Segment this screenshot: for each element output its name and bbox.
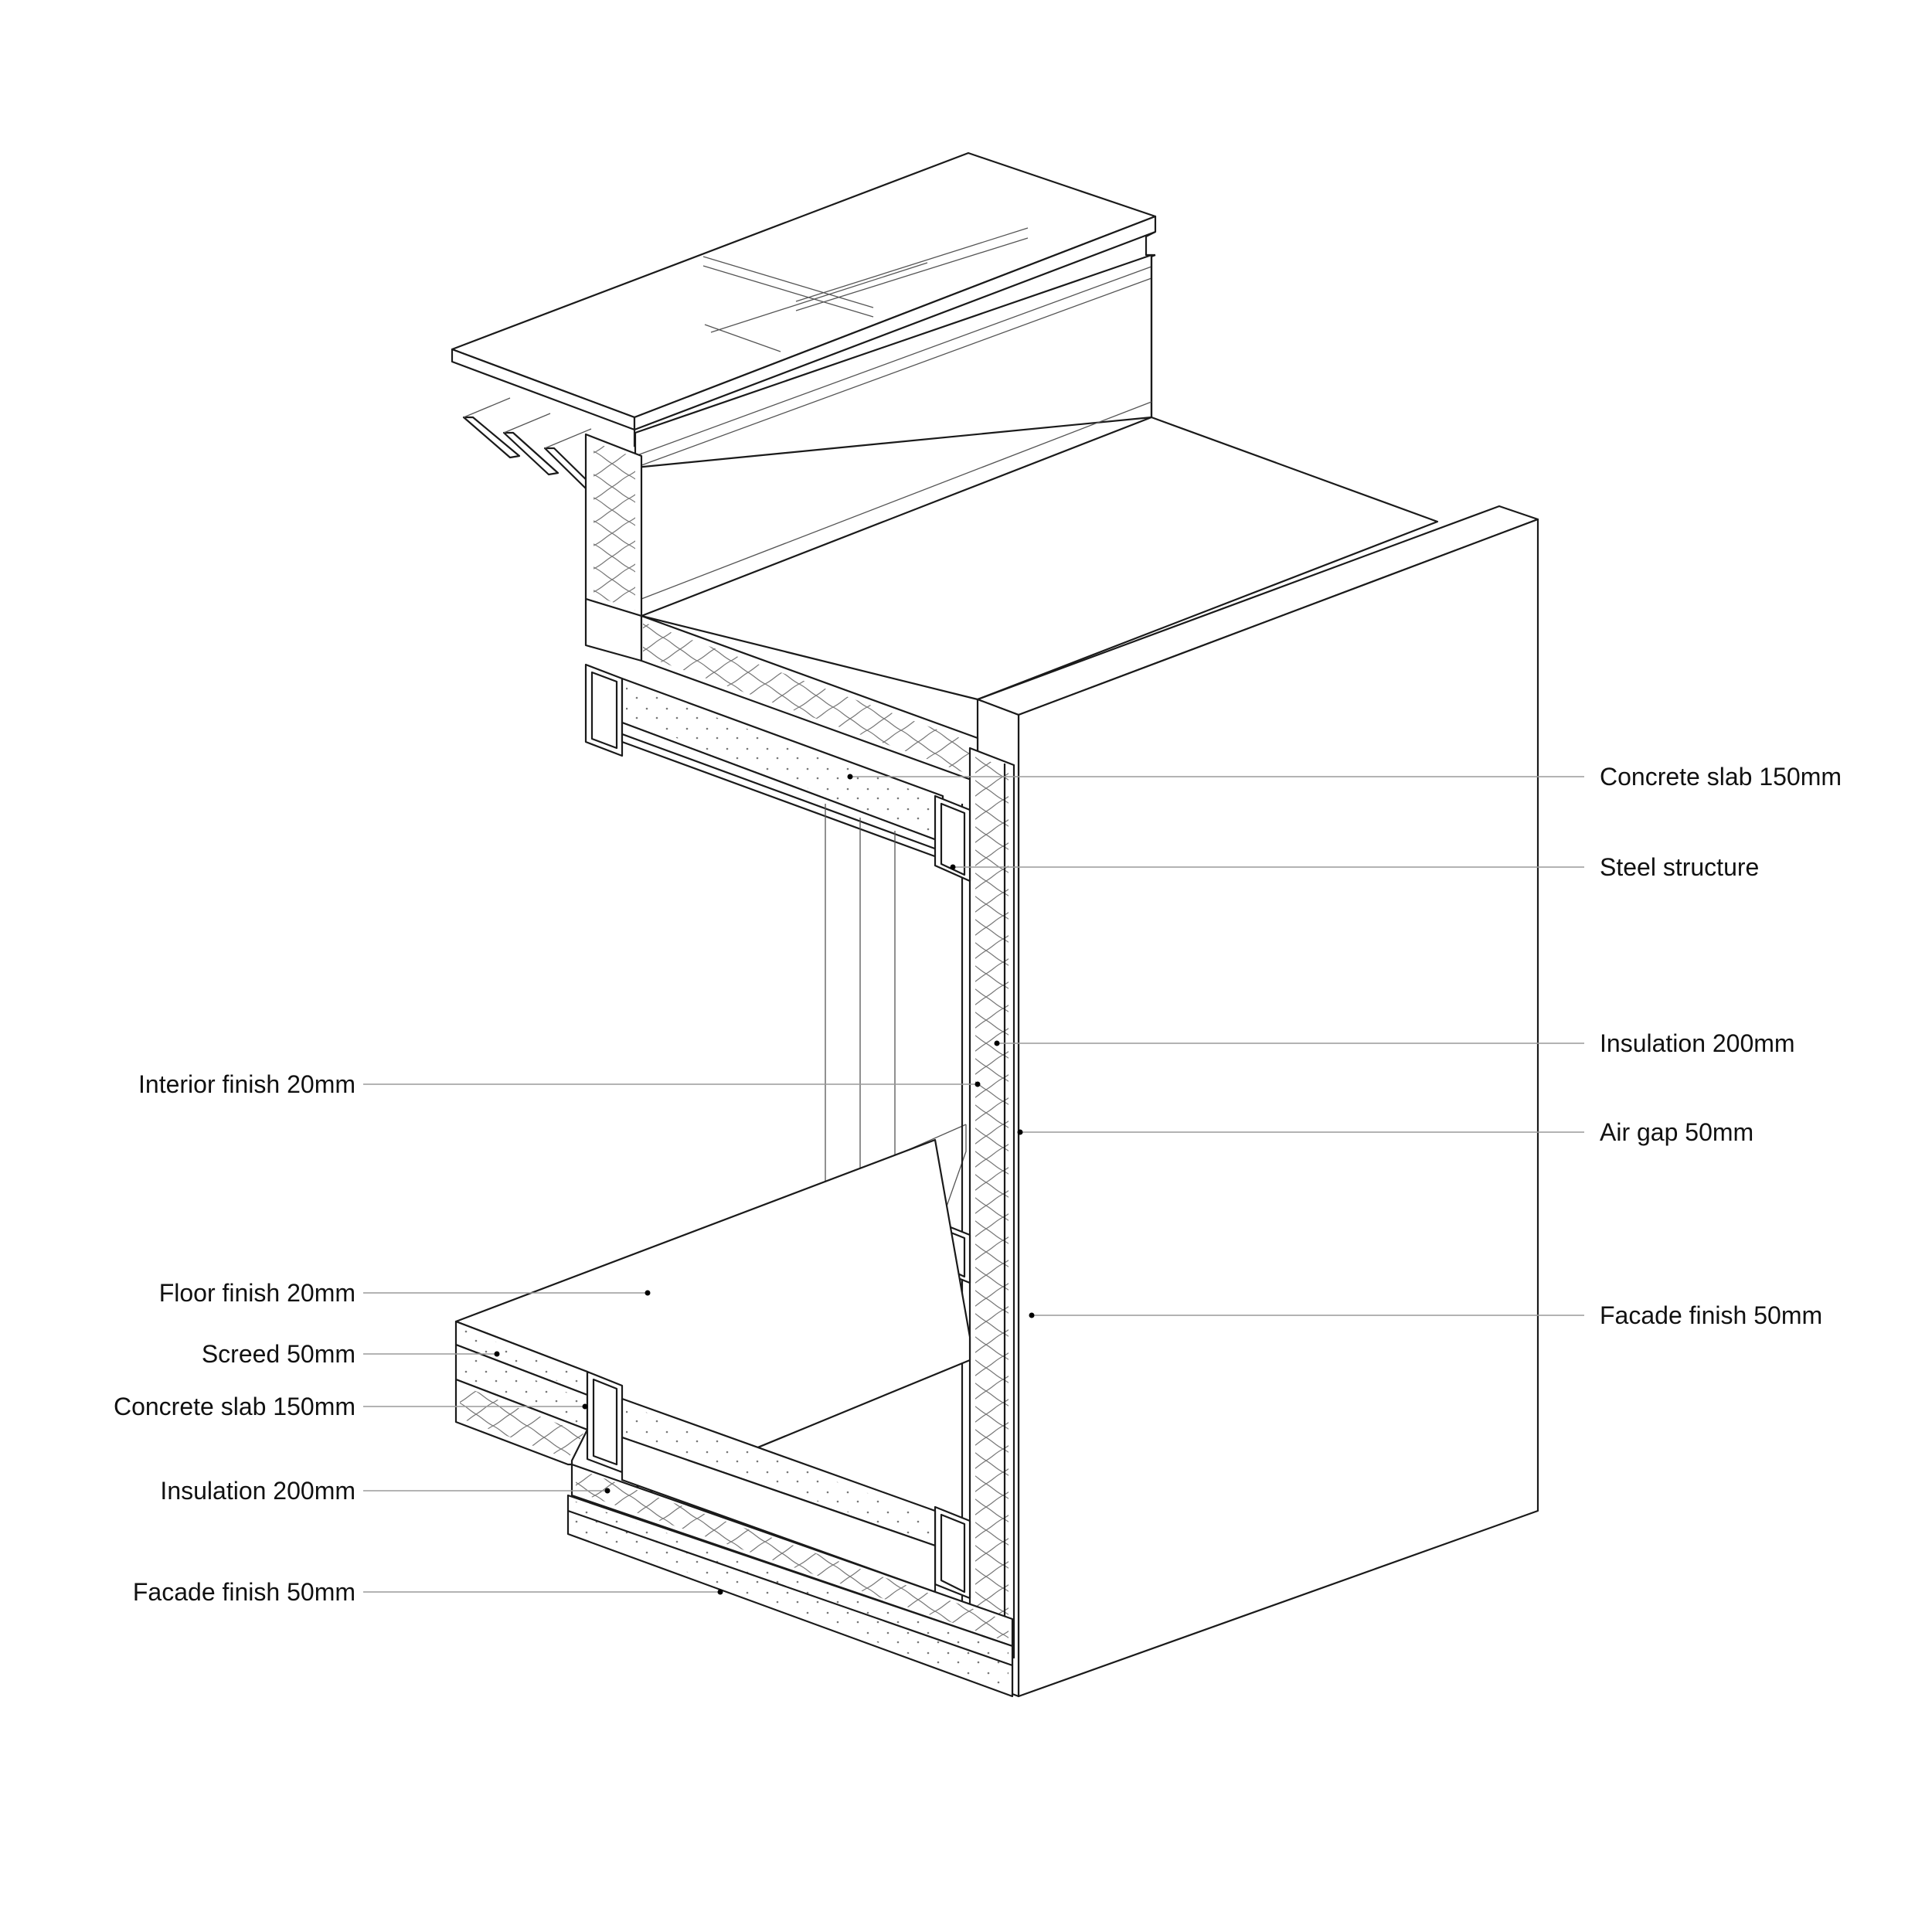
label-concrete-slab-left: Concrete slab 150mm [114,1393,355,1420]
labels-right: Concrete slab 150mm Steel structure Insu… [1600,763,1842,1329]
label-facade-finish-left: Facade finish 50mm [133,1578,355,1606]
labels-left: Interior finish 20mm Floor finish 20mm S… [114,1070,355,1606]
parapet-wall-section [584,433,643,757]
label-insulation-left: Insulation 200mm [160,1477,355,1505]
facade-block [976,505,1539,1698]
roof-parapet [451,151,1157,492]
label-steel-structure: Steel structure [1600,853,1759,881]
label-floor-finish: Floor finish 20mm [159,1279,355,1307]
label-interior-finish: Interior finish 20mm [138,1070,355,1098]
label-facade-finish-right: Facade finish 50mm [1600,1301,1822,1329]
label-screed: Screed 50mm [202,1340,355,1368]
leaders-right [847,774,1584,1318]
leaders-left [363,1081,981,1595]
floor-slab-section [454,1138,1014,1698]
label-air-gap: Air gap 50mm [1600,1118,1753,1146]
wall-section [934,747,1015,1659]
roof-deck [640,255,1439,701]
label-concrete-slab-right: Concrete slab 150mm [1600,763,1842,791]
roof-slab-section [621,614,979,859]
label-insulation-right: Insulation 200mm [1600,1029,1795,1057]
